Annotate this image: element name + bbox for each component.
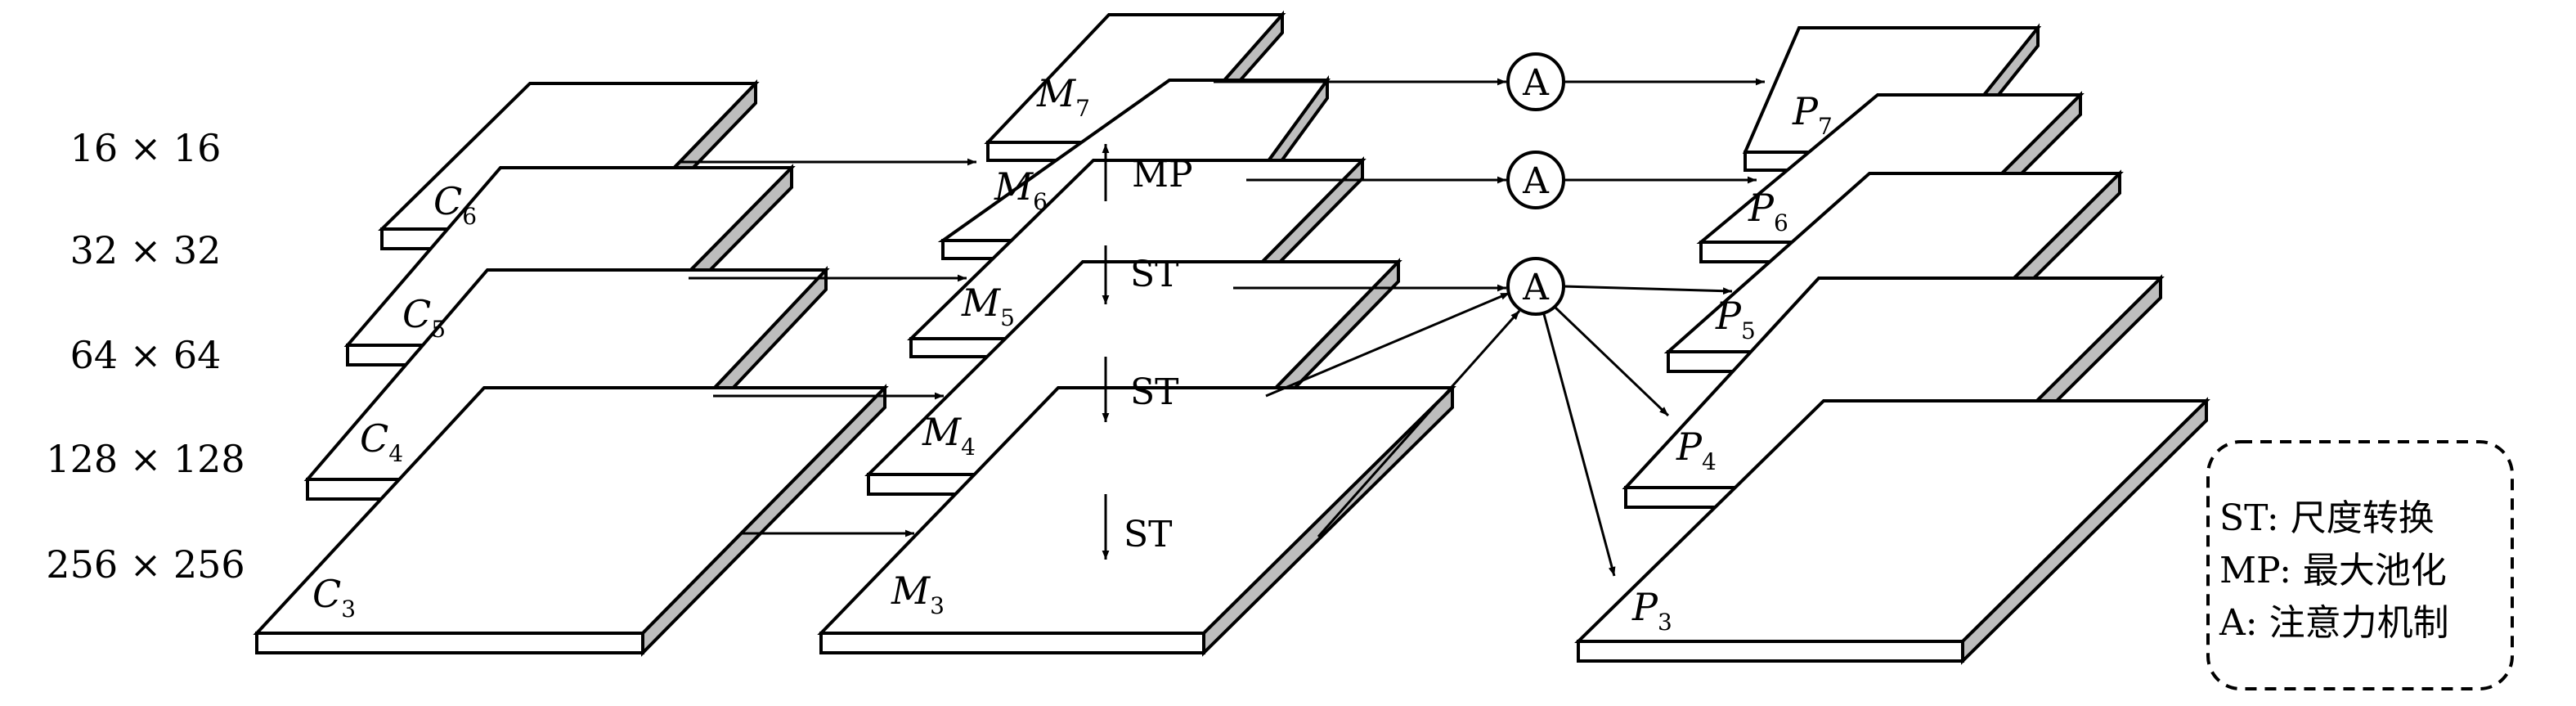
plate-m3 [817,384,1456,657]
label-c4: C4 [360,416,403,467]
p-column [1574,23,2210,665]
scale-label-32: 32 × 32 [70,228,222,272]
plate-p3 [1574,397,2210,665]
scale-label-16: 16 × 16 [70,126,222,170]
label-c3: C3 [312,572,356,623]
scale-label-64: 64 × 64 [70,333,222,377]
label-m3: M3 [891,569,945,619]
label-m4: M4 [922,410,976,461]
attention-arrows [1214,78,1765,577]
label-p4: P4 [1676,425,1717,475]
legend-box: ST: 尺度转换 MP: 最大池化 A: 注意力机制 [2206,440,2514,690]
label-p6: P6 [1748,186,1788,236]
arrow-a-p3 [1542,313,1616,577]
label-m5: M5 [961,281,1015,331]
scale-label-256: 256 × 256 [46,542,245,587]
legend-item-st: ST: 尺度转换 [2219,497,2435,539]
op-st-label-3: ST [1124,514,1173,555]
op-mp-label: MP [1132,154,1193,196]
c-column [253,79,889,657]
op-st-label-1: ST [1130,254,1179,295]
attention-label-top: A [1522,62,1550,104]
attention-nodes: A A A [1506,52,1565,316]
arrow-a-p5 [1563,285,1733,295]
scale-label-128: 128 × 128 [46,437,245,481]
lateral-arrows [680,158,976,537]
attention-label-bottom: A [1522,267,1550,308]
label-m7: M7 [1036,71,1090,122]
label-c5: C5 [402,292,446,343]
arrow-m3-a [1317,310,1521,537]
label-p5: P5 [1715,294,1756,344]
m-column [817,10,1456,657]
arrow-m4-a [1265,291,1510,398]
attention-label-mid: A [1522,160,1550,202]
plate-labels: C6 C5 C4 C3 M7 M6 M5 M4 M3 P7 P6 P5 P4 P… [312,71,1833,636]
label-p3: P3 [1631,585,1672,636]
arrow-a-p4 [1554,306,1670,417]
label-m6: M6 [994,164,1048,215]
op-st-label-2: ST [1130,371,1179,413]
scale-labels: 16 × 16 32 × 32 64 × 64 128 × 128 256 × … [46,126,245,587]
label-c6: C6 [433,179,477,230]
legend-item-a: A: 注意力机制 [2219,602,2449,644]
legend-item-mp: MP: 最大池化 [2219,550,2447,591]
label-p7: P7 [1792,89,1833,140]
plate-c3 [253,384,889,657]
